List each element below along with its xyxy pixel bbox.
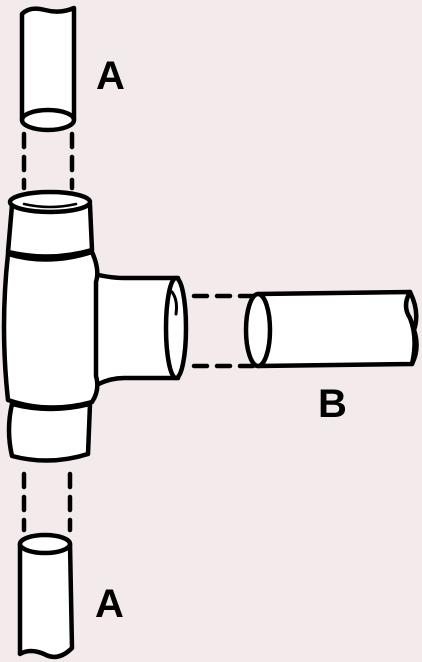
top-pipe-a [19, 5, 77, 133]
bottom-pipe-a [17, 532, 75, 660]
bottom-dashed-guides [21, 471, 73, 533]
side-pipe-label: B [318, 382, 347, 426]
tee-bottom-collar [6, 401, 93, 463]
tee-top-opening [7, 189, 93, 215]
side-pipe-b [243, 289, 419, 369]
tee-branch-opening [163, 275, 189, 381]
tee-main-body [1, 249, 100, 410]
top-dashed-guides [21, 131, 75, 191]
side-dashed-guides [191, 293, 259, 369]
top-pipe-label: A [96, 54, 125, 98]
bottom-pipe-label: A [95, 582, 124, 626]
tee-fitting [1, 189, 189, 463]
